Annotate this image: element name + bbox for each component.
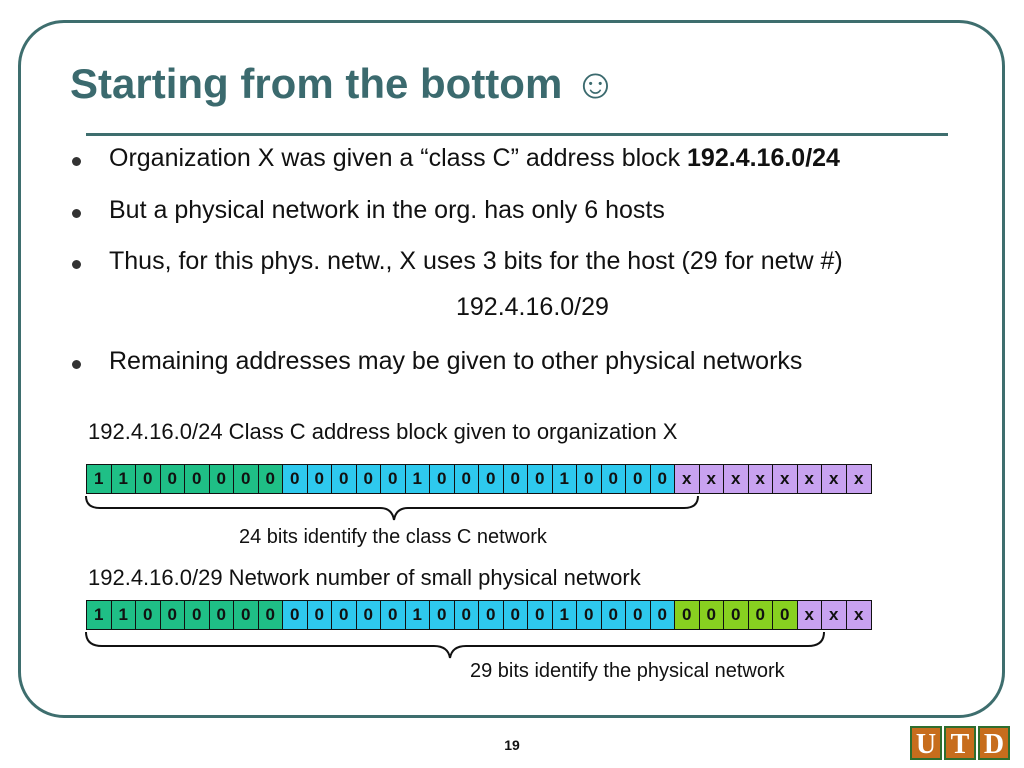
block1-bit-cell: 0 [258, 465, 283, 493]
block1-bit-cell: 0 [454, 465, 479, 493]
slide-title: Starting from the bottom ☺ [70, 60, 617, 107]
block1-bit-cell: 0 [503, 465, 528, 493]
block1-bit-cell: x [797, 465, 822, 493]
bullet-dot-icon [72, 260, 81, 269]
block2-bit-cell: 0 [185, 601, 210, 629]
logo-letter: U [910, 726, 942, 760]
block1-bit-cell: 0 [601, 465, 626, 493]
block1-bit-cell: 0 [209, 465, 234, 493]
block1-bit-cell: 0 [626, 465, 651, 493]
block1-brace [85, 495, 699, 521]
block1-bit-cell: 0 [136, 465, 161, 493]
block2-bit-cell: 0 [430, 601, 455, 629]
block2-bit-cell: 0 [258, 601, 283, 629]
block1-bit-cell: x [846, 465, 871, 493]
block1-bit-cell: 1 [87, 465, 112, 493]
block2-bit-cell: 0 [160, 601, 185, 629]
block1-caption: 192.4.16.0/24 Class C address block give… [88, 419, 678, 444]
block2-bit-cell: 0 [283, 601, 308, 629]
block2-brace-label: 29 bits identify the physical network [470, 660, 785, 682]
block1-bit-cell: 0 [185, 465, 210, 493]
block1-bit-cell: x [748, 465, 773, 493]
block1-bit-cell: x [699, 465, 724, 493]
block2-bit-cell: 0 [577, 601, 602, 629]
bullet-text: But a physical network in the org. has o… [109, 196, 665, 224]
bullet-text: Thus, for this phys. netw., X uses 3 bit… [109, 247, 843, 275]
block2-bit-cell: 0 [381, 601, 406, 629]
utd-logo: U T D [910, 726, 1010, 760]
bullet-dot-icon [72, 157, 81, 166]
block1-bit-cell: x [773, 465, 798, 493]
block1-bit-cell: 0 [577, 465, 602, 493]
block1-bit-cell: 0 [650, 465, 675, 493]
block2-bit-cell: 0 [209, 601, 234, 629]
block2-bit-cell: x [797, 601, 822, 629]
block1-bit-cell: 0 [430, 465, 455, 493]
block2-brace [85, 631, 825, 659]
block2-bit-cell: 0 [675, 601, 700, 629]
block2-bit-cell: 0 [699, 601, 724, 629]
block1-bit-cell: x [724, 465, 749, 493]
block1-bit-cell: x [822, 465, 847, 493]
block2-bit-cell: x [822, 601, 847, 629]
title-divider [86, 133, 948, 136]
block2-bit-cell: 0 [626, 601, 651, 629]
block1-bit-cell: 0 [356, 465, 381, 493]
block2-bit-cell: 1 [87, 601, 112, 629]
bullet-bold-text: 192.4.16.0/24 [687, 144, 840, 172]
centered-address: 192.4.16.0/29 [456, 293, 609, 321]
block2-bit-cell: 0 [503, 601, 528, 629]
slide-frame [18, 20, 1005, 718]
block2-bit-cell: 1 [405, 601, 430, 629]
block2-bit-cell: 0 [307, 601, 332, 629]
block2-bit-cell: 0 [332, 601, 357, 629]
block1-bit-cell: 0 [528, 465, 553, 493]
block1-bit-cell: 0 [479, 465, 504, 493]
logo-letter: D [978, 726, 1010, 760]
block1-bit-cell: 0 [381, 465, 406, 493]
block1-bit-cell: 1 [552, 465, 577, 493]
block2-bit-cell: 0 [528, 601, 553, 629]
block1-bit-cell: 0 [160, 465, 185, 493]
bullet-text: Remaining addresses may be given to othe… [109, 347, 803, 375]
block1-brace-label: 24 bits identify the class C network [239, 526, 547, 548]
block2-bit-cell: 0 [356, 601, 381, 629]
block2-bit-cell: 0 [650, 601, 675, 629]
block1-bit-cell: 0 [234, 465, 259, 493]
block2-bit-cell: 0 [136, 601, 161, 629]
block2-bit-cell: 1 [552, 601, 577, 629]
block1-bit-cell: 0 [283, 465, 308, 493]
block2-bit-cell: 0 [748, 601, 773, 629]
bullet-text: Organization X was given a “class C” add… [109, 144, 688, 172]
bullet-dot-icon [72, 360, 81, 369]
block2-bit-cell: 0 [773, 601, 798, 629]
block1-bit-cell: x [675, 465, 700, 493]
page-number: 19 [504, 737, 520, 753]
block2-bit-cell: 1 [111, 601, 136, 629]
block2-bit-cell: 0 [479, 601, 504, 629]
block2-bit-cell: x [846, 601, 871, 629]
logo-letter: T [944, 726, 976, 760]
block1-bit-cell: 1 [111, 465, 136, 493]
bullet-dot-icon [72, 209, 81, 218]
block2-bit-cell: 0 [601, 601, 626, 629]
block2-bit-cell: 0 [454, 601, 479, 629]
block1-bit-cell: 1 [405, 465, 430, 493]
block2-bit-cell: 0 [234, 601, 259, 629]
block1-bit-cell: 0 [307, 465, 332, 493]
block2-bit-cell: 0 [724, 601, 749, 629]
block2-caption: 192.4.16.0/29 Network number of small ph… [88, 565, 641, 590]
block1-bit-cell: 0 [332, 465, 357, 493]
